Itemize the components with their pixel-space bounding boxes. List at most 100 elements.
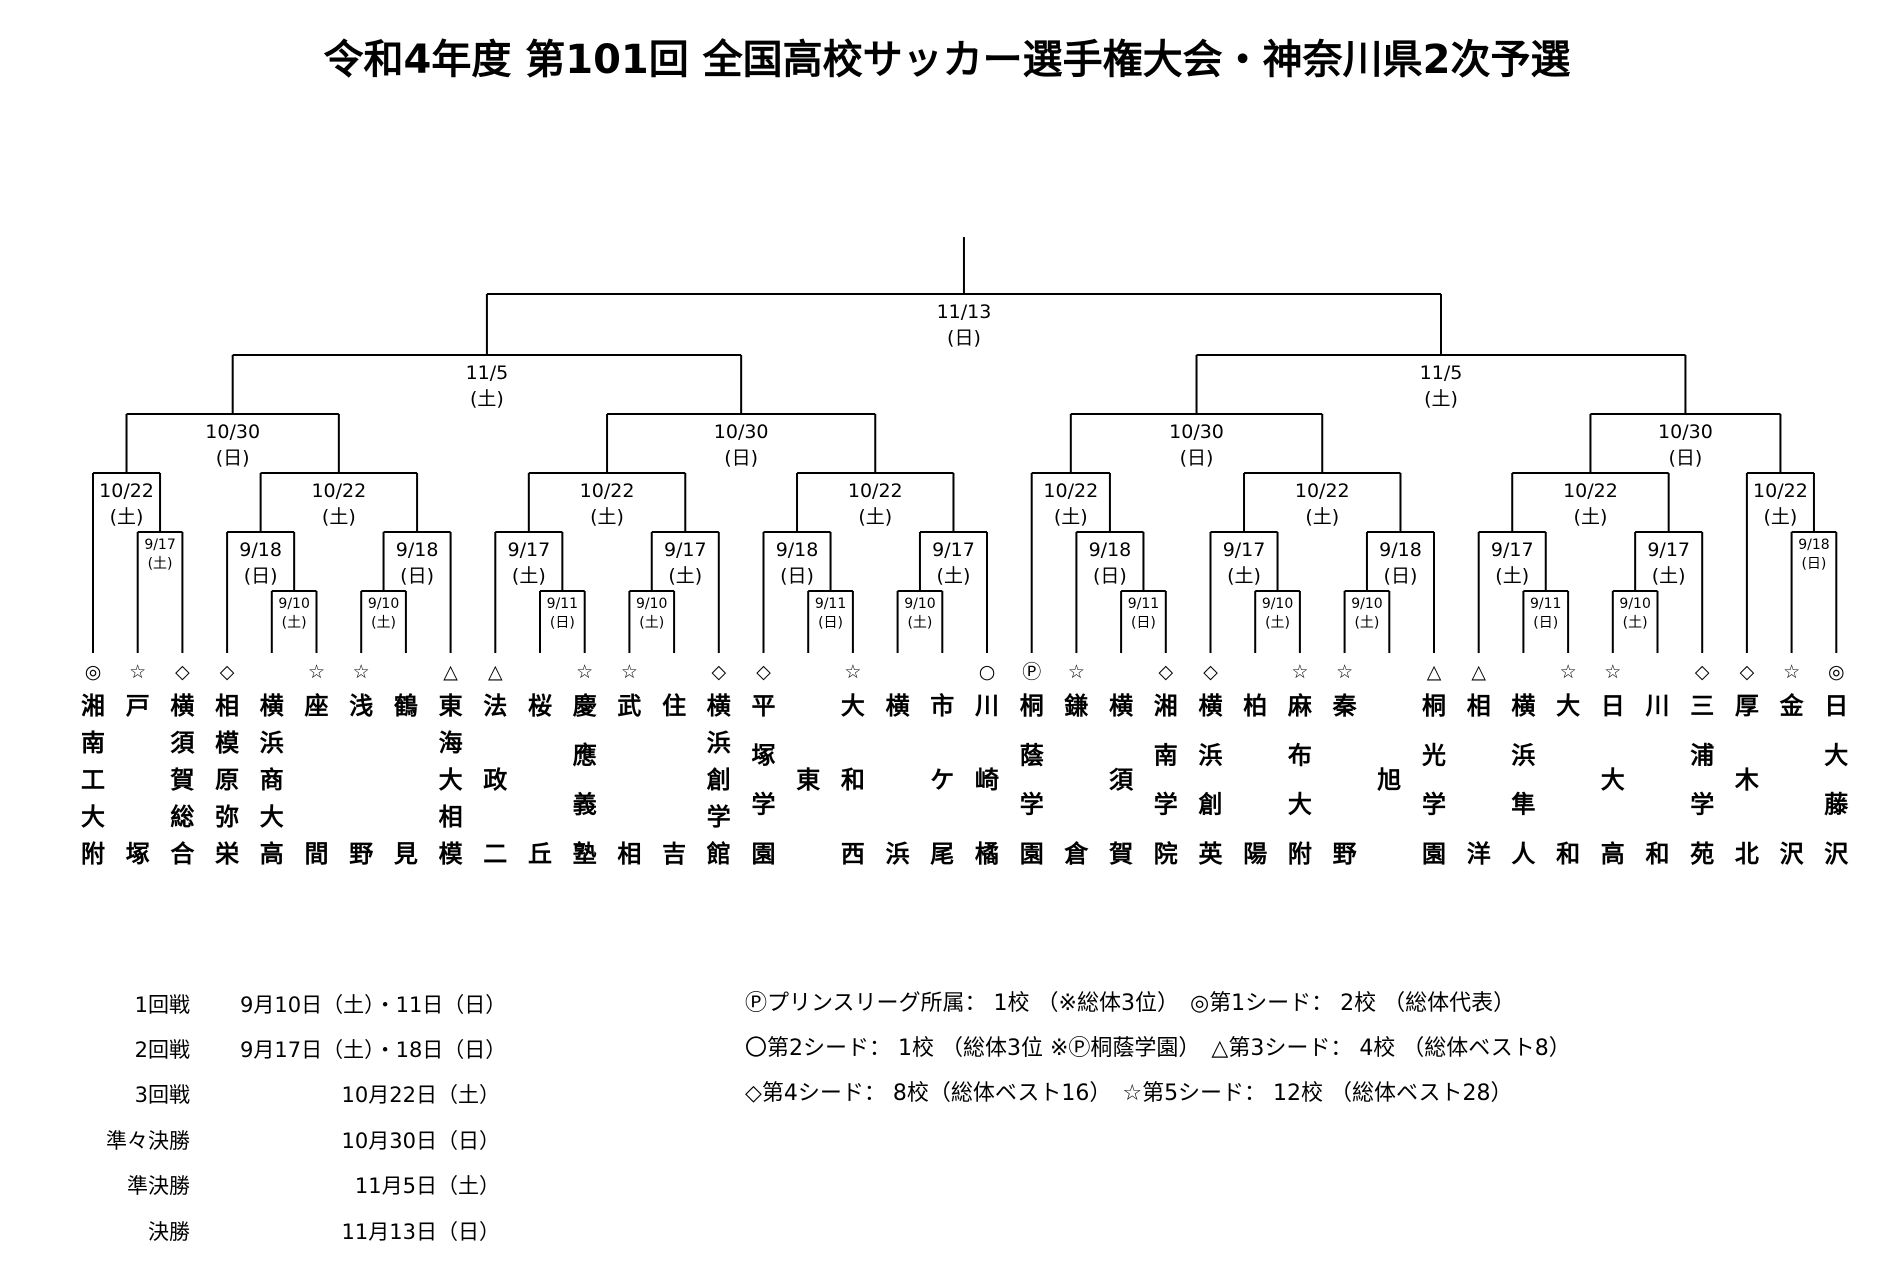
- school-name-char: 模: [439, 840, 464, 868]
- seed-mark: ☆: [308, 661, 325, 683]
- school-name-char: 二: [483, 840, 507, 868]
- round3-date: 10/22: [311, 480, 366, 502]
- round2-date: 9/18: [239, 539, 282, 561]
- round2-date: 9/18: [1798, 537, 1829, 553]
- school-name-char: 野: [1333, 840, 1357, 868]
- round1-date-day: (土): [282, 615, 307, 631]
- schedule-date: 10月22日（土）: [341, 1083, 500, 1107]
- round2-date-day: (土): [148, 556, 173, 572]
- school-name-char: 大: [260, 803, 284, 831]
- quarterfinal-date-day: (日): [1180, 447, 1214, 469]
- round2-date: 9/18: [1089, 539, 1132, 561]
- schedule-round: 準々決勝: [106, 1129, 190, 1153]
- round2-date-day: (日): [400, 565, 434, 587]
- round2-date-day: (日): [1093, 565, 1127, 587]
- seed-mark: △: [488, 661, 503, 683]
- round2-date: 9/17: [1647, 539, 1690, 561]
- round2-date: 9/17: [144, 537, 175, 553]
- school-name-char: 学: [752, 791, 776, 819]
- school-name-char: 東: [439, 692, 463, 720]
- round2-date: 9/17: [507, 539, 550, 561]
- seed-mark: ☆: [1336, 661, 1353, 683]
- legend-line: 〇第2シード： 1校 （総体3位 ※Ⓟ桐蔭学園） △第3シード： 4校 （総体ベ…: [745, 1036, 1571, 1061]
- school-name-char: 東: [796, 766, 820, 794]
- school-name-char: 学: [1690, 791, 1714, 819]
- school-name-char: 桜: [528, 692, 552, 720]
- school-name-char: 秦: [1332, 692, 1358, 720]
- school-name-char: 崎: [975, 766, 999, 794]
- round2-date: 9/18: [396, 539, 439, 561]
- school-name-char: 人: [1511, 840, 1535, 868]
- school-name-char: 金: [1779, 692, 1805, 720]
- school-name-char: 和: [1646, 840, 1670, 868]
- school-name-char: 院: [1154, 840, 1178, 868]
- round1-date: 9/10: [1262, 596, 1293, 612]
- school-name-char: 湘: [81, 692, 105, 720]
- round2-date-day: (日): [1384, 565, 1418, 587]
- school-name-char: 慶: [573, 692, 597, 720]
- school-name-char: 園: [752, 840, 776, 868]
- school-name-char: 南: [81, 729, 105, 757]
- round3-date: 10/22: [580, 480, 635, 502]
- school-name-char: 横: [1109, 692, 1134, 720]
- round1-date: 9/10: [278, 596, 309, 612]
- school-name-char: 塚: [126, 840, 150, 868]
- school-name-char: 英: [1199, 840, 1224, 868]
- round1-date-day: (土): [639, 615, 664, 631]
- round2-date-day: (土): [937, 565, 971, 587]
- round1-date: 9/11: [1530, 596, 1561, 612]
- school-name-char: 陽: [1243, 840, 1267, 868]
- round2-date-day: (日): [1801, 556, 1826, 572]
- school-name-char: 洋: [1467, 840, 1491, 868]
- seed-mark: ☆: [353, 661, 370, 683]
- round1-date: 9/11: [1128, 596, 1159, 612]
- school-name-char: 浜: [886, 840, 910, 868]
- school-name-char: 横: [1511, 692, 1536, 720]
- school-name-char: 旭: [1376, 766, 1401, 794]
- school-name-char: 大: [1601, 766, 1625, 794]
- schedule-round: 1回戦: [134, 993, 190, 1017]
- school-name-char: 隼: [1511, 791, 1535, 819]
- round1-date: 9/11: [815, 596, 846, 612]
- school-name-char: 須: [1109, 766, 1134, 794]
- schedule-round: 決勝: [148, 1220, 190, 1244]
- seed-mark: ◇: [711, 661, 726, 683]
- school-name-char: 和: [841, 766, 865, 794]
- round3-date-day: (土): [590, 506, 624, 528]
- school-name-char: 鎌: [1064, 692, 1088, 720]
- round1-date-day: (日): [818, 615, 843, 631]
- round1-date-day: (日): [1533, 615, 1558, 631]
- school-name-char: 大: [1556, 692, 1580, 720]
- school-name-char: 桐: [1422, 692, 1446, 720]
- seed-mark: ☆: [1560, 661, 1577, 683]
- quarterfinal-date: 10/30: [714, 421, 769, 443]
- semifinal-date: 11/5: [1420, 362, 1463, 384]
- schedule-round: 準決勝: [127, 1174, 190, 1198]
- seed-mark: ◇: [1158, 661, 1173, 683]
- schedule-round: 3回戦: [134, 1083, 190, 1107]
- round2-date-day: (日): [244, 565, 278, 587]
- round1-date: 9/10: [636, 596, 667, 612]
- school-name-char: 日: [1824, 692, 1848, 720]
- school-name-char: 橘: [975, 840, 999, 868]
- school-name-char: 海: [439, 729, 463, 757]
- school-name-char: 横: [707, 692, 732, 720]
- round1-date-day: (日): [550, 615, 575, 631]
- school-name-char: 沢: [1780, 840, 1805, 868]
- round1-date-day: (土): [1354, 615, 1379, 631]
- school-name-char: 厚: [1735, 692, 1759, 720]
- seed-mark: △: [443, 661, 458, 683]
- school-name-char: 附: [81, 840, 105, 868]
- school-name-char: 学: [1154, 791, 1178, 819]
- seed-mark: ◇: [756, 661, 771, 683]
- school-name-char: 苑: [1690, 840, 1714, 868]
- round2-date: 9/18: [1379, 539, 1422, 561]
- school-name-char: ケ: [930, 766, 954, 794]
- round2-date: 9/18: [776, 539, 819, 561]
- school-name-char: 政: [483, 766, 507, 794]
- school-name-char: 相: [439, 803, 463, 831]
- round2-date: 9/17: [1223, 539, 1266, 561]
- round2-date-day: (日): [780, 565, 814, 587]
- quarterfinal-date: 10/30: [1658, 421, 1713, 443]
- seed-mark: ☆: [576, 661, 593, 683]
